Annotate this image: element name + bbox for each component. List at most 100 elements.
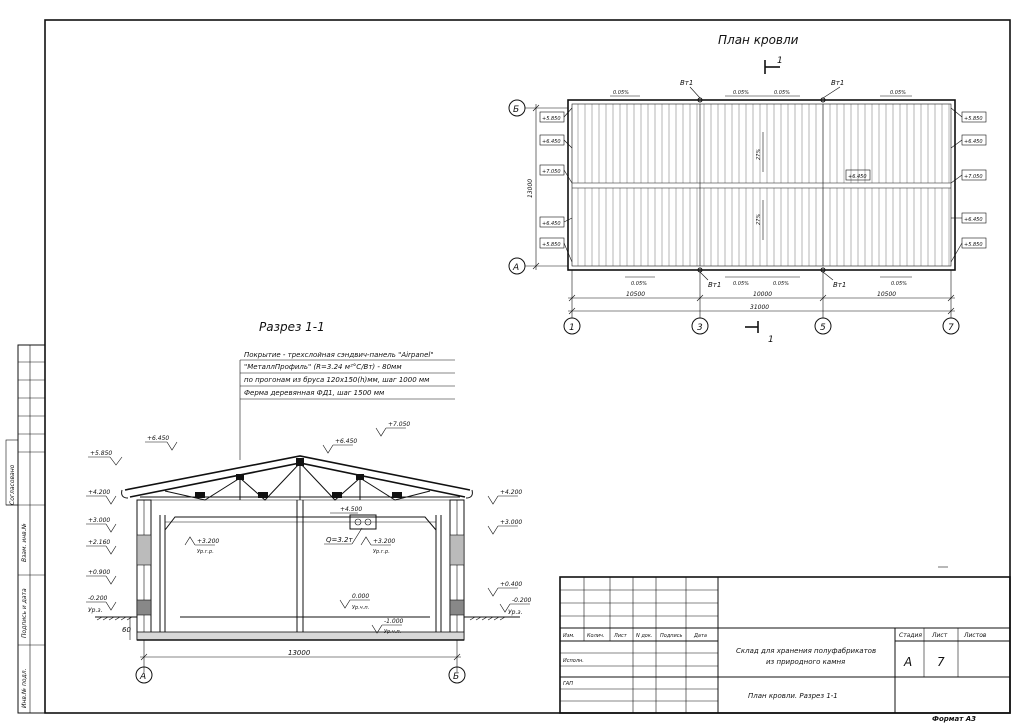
- section-notes: Покрытие - трехслойная сэндвич-панель "A…: [239, 351, 455, 460]
- roof-corrugation: [577, 104, 950, 266]
- elev-mark: +0.900: [88, 569, 110, 576]
- elev-mark: -0.200: [512, 597, 532, 604]
- plan-title: План кровли: [718, 33, 799, 47]
- slope-vertical: 27%: [756, 149, 762, 160]
- project-name: Склад для хранения полуфабрикатов: [736, 647, 876, 655]
- svg-text:+5.850: +5.850: [542, 242, 561, 248]
- elev-mark: +3.000: [500, 519, 522, 526]
- elev-mark: +6.450: [335, 438, 357, 445]
- roof-plan: План кровли 1 1 Вт1 Вт1 Вт1 Вт1: [508, 33, 987, 345]
- base-dim: 60: [122, 626, 131, 634]
- svg-text:1: 1: [777, 56, 783, 66]
- elev-mark: 0.000: [352, 593, 369, 600]
- hoist-capacity: Q=3.2т: [326, 536, 354, 544]
- slope-label: 0.05%: [631, 281, 647, 287]
- level-label: Ур.ч.п.: [384, 629, 401, 635]
- plan-marks-left: +5.850 +6.450 +7.050 +6.450 +5.850: [539, 107, 573, 263]
- svg-text:10000: 10000: [753, 291, 772, 298]
- elev-mark: +4.500: [340, 506, 362, 513]
- elev-mark: -1.000: [384, 618, 404, 625]
- slope-label: 0.05%: [613, 90, 629, 96]
- axis-label: 7: [948, 323, 954, 333]
- sheet-frame: [5, 19, 1011, 714]
- level-label: Ур.г.р.: [197, 549, 214, 555]
- sheets-label: Листов: [963, 632, 987, 639]
- elev-mark: -0.200: [88, 595, 108, 602]
- header-cell: Изм.: [563, 633, 575, 639]
- stamp-inv-original: Инв.№ подл.: [21, 668, 28, 708]
- section-roof: [121, 455, 473, 501]
- slope-label: 0.05%: [733, 281, 749, 287]
- slope-label: 0.05%: [733, 90, 749, 96]
- level-label: Ур.г.р.: [373, 549, 390, 555]
- elev-mark: +6.450: [848, 174, 867, 180]
- drain-label: Вт1: [833, 281, 846, 289]
- svg-text:+6.450: +6.450: [964, 139, 983, 145]
- svg-text:Ферма деревянная ФД1, шаг 1: Ферма деревянная ФД1, шаг 1500 мм: [244, 389, 385, 397]
- plan-dimensions: 10500 10000 10500 31000: [568, 270, 955, 318]
- roof-outline: [567, 99, 956, 271]
- title-block: Изм. Колич. Лист N док. Подпись Дата Исп…: [559, 576, 1011, 714]
- svg-text:31000: 31000: [750, 304, 769, 311]
- section-cut-top: 1: [764, 56, 783, 74]
- stamp-agreed: Согласовано: [9, 464, 16, 505]
- drain-label: Вт1: [708, 281, 721, 289]
- svg-text:10500: 10500: [626, 291, 645, 298]
- svg-text:+5.850: +5.850: [964, 116, 983, 122]
- elev-mark: +3.200: [197, 538, 219, 545]
- elev-mark: +5.850: [90, 450, 112, 457]
- axis-label: 3: [697, 323, 703, 333]
- section-marks-left: +5.850 +6.450 +4.200 +3.000 +2.160 +0.90…: [86, 435, 178, 634]
- section-view: Разрез 1-1 Покрытие - трехслойная сэндви…: [86, 320, 532, 684]
- plan-marks-right: +5.850 +6.450 +7.050 +6.450 +5.850: [950, 107, 987, 263]
- svg-text:+6.450: +6.450: [542, 221, 561, 227]
- section-floor: [95, 616, 520, 641]
- svg-text:10500: 10500: [877, 291, 896, 298]
- axis-label: А: [139, 672, 146, 682]
- elev-mark: +0.400: [500, 581, 522, 588]
- svg-text:+7.050: +7.050: [542, 169, 561, 175]
- svg-text:Покрытие - трехслойная сэндвич: Покрытие - трехслойная сэндвич-панель "A…: [244, 351, 434, 359]
- axis-label: Б: [453, 672, 459, 682]
- side-stamp: Согласовано Взам. инв.№ Подпись и дата И…: [9, 464, 28, 708]
- width-dim: 13000: [527, 179, 534, 198]
- drain-label: Вт1: [680, 79, 693, 87]
- sheet-title: План кровли. Разрез 1-1: [748, 692, 838, 700]
- elev-mark: +2.160: [88, 539, 110, 546]
- stamp-sign-date: Подпись и дата: [21, 588, 28, 638]
- stage-value: А: [903, 655, 912, 669]
- elev-mark: +3.000: [88, 517, 110, 524]
- svg-text:+7.050: +7.050: [964, 174, 983, 180]
- drain-label: Вт1: [831, 79, 844, 87]
- header-cell: Лист: [613, 633, 628, 639]
- section-cut-bottom: 1: [745, 321, 774, 345]
- header-cell: Подпись: [660, 633, 683, 639]
- axis-label: 1: [569, 323, 575, 333]
- section-marks-right: +7.050 +6.450 +4.200 +3.000 +0.400 -0.20…: [322, 421, 532, 616]
- axis-label: А: [512, 263, 519, 273]
- section-dimension: 13000 А Б: [135, 640, 466, 684]
- sheet-label: Лист: [931, 632, 948, 639]
- elev-mark: +3.200: [373, 538, 395, 545]
- span-dim: 13000: [288, 649, 311, 657]
- project-name: из природного камня: [766, 658, 845, 666]
- stage-label: Стадия: [899, 632, 922, 639]
- role-cell: Исполн.: [563, 658, 584, 664]
- slope-label: 0.05%: [891, 281, 907, 287]
- axis-label: 5: [820, 323, 826, 333]
- axis-label: Б: [513, 105, 519, 115]
- svg-text:+5.850: +5.850: [542, 116, 561, 122]
- header-cell: Колич.: [587, 633, 605, 639]
- svg-text:+5.850: +5.850: [964, 242, 983, 248]
- header-cell: N док.: [636, 633, 652, 639]
- stamp-replace-inv: Взам. инв.№: [21, 523, 28, 562]
- elev-mark: +6.450: [147, 435, 169, 442]
- slope-label: 0.05%: [890, 90, 906, 96]
- plan-column-axes: 1 3 5 7: [563, 317, 960, 335]
- elev-mark: +4.200: [500, 489, 522, 496]
- svg-text:"МеталлПрофиль" (R=3.24 м²°С/В: "МеталлПрофиль" (R=3.24 м²°С/Вт) - 80мм: [244, 363, 402, 371]
- svg-text:по прогонам из бруса 120х150(h: по прогонам из бруса 120х150(h)мм, шаг 1…: [244, 376, 430, 384]
- level-label: Ур.ч.п.: [352, 605, 369, 611]
- slope-label: 0.05%: [774, 90, 790, 96]
- slope-vertical: 27%: [756, 214, 762, 225]
